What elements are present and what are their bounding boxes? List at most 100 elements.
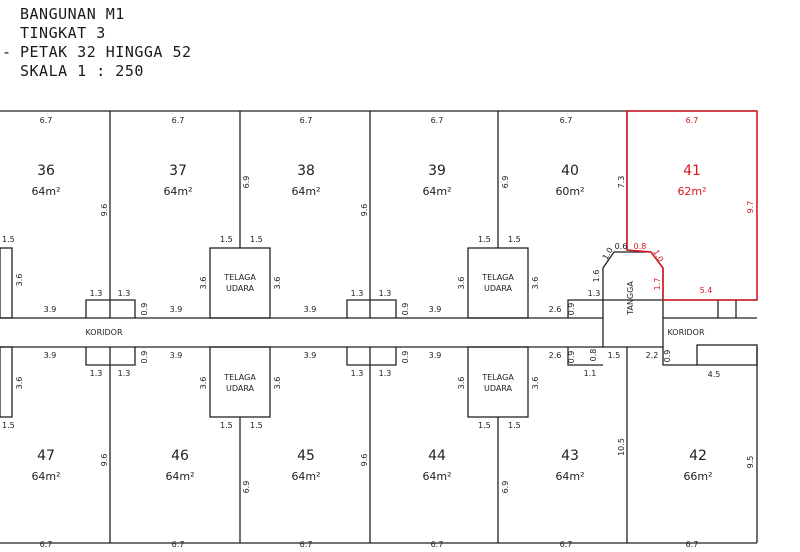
dim-label: 1.3 — [118, 369, 131, 378]
dim-label: 1.3 — [118, 289, 131, 298]
dim-label: 0.9 — [567, 351, 576, 364]
dim-label-highlight: 0.8 — [634, 242, 647, 251]
dim-label: 3.9 — [44, 351, 57, 360]
dim-label: 2.6 — [549, 351, 562, 360]
stair-label: TANGGA — [626, 281, 635, 316]
air-well-label: UDARA — [226, 284, 255, 293]
dim-label: 9.6 — [360, 204, 369, 217]
air-well-label: UDARA — [484, 384, 513, 393]
dim-label: 6.7 — [40, 540, 53, 549]
dim-label: 3.6 — [199, 377, 208, 390]
dim-label: 1.5 — [220, 235, 233, 244]
dim-label: 2.2 — [646, 351, 659, 360]
dim-label: 1.3 — [588, 289, 601, 298]
unit-area: 64m² — [163, 185, 192, 198]
air-well-label: TELAGA — [481, 273, 514, 282]
dim-label: 0.9 — [401, 303, 410, 316]
dim-label: 6.9 — [242, 481, 251, 494]
dim-label: 0.9 — [140, 351, 149, 364]
dim-label: 6.7 — [686, 540, 699, 549]
dim-label: 3.6 — [531, 277, 540, 290]
air-well-label: TELAGA — [223, 273, 256, 282]
unit-area: 64m² — [555, 470, 584, 483]
header-line-4: SKALA 1 : 250 — [20, 62, 144, 80]
unit-area: 64m² — [165, 470, 194, 483]
dim-label: 6.7 — [300, 116, 313, 125]
dim-label: 1.0 — [601, 246, 615, 262]
unit-area: 64m² — [422, 470, 451, 483]
dim-label: 1.5 — [508, 421, 521, 430]
unit-area-highlight: 62m² — [677, 185, 706, 198]
unit-area: 64m² — [422, 185, 451, 198]
unit-number: 40 — [561, 163, 579, 179]
dim-label: 1.5 — [608, 351, 621, 360]
dim-label: 3.6 — [199, 277, 208, 290]
air-well-label: UDARA — [484, 284, 513, 293]
dim-label: 0.8 — [589, 349, 598, 362]
header-line-2: TINGKAT 3 — [20, 24, 106, 42]
dim-label: 9.5 — [746, 456, 755, 469]
dim-label: 6.9 — [501, 176, 510, 189]
dim-label: 1.3 — [90, 369, 103, 378]
unit-area: 64m² — [291, 470, 320, 483]
dim-label: 1.6 — [592, 270, 601, 283]
dim-label: 7.3 — [617, 176, 626, 189]
dim-label: 3.9 — [44, 305, 57, 314]
unit-area: 60m² — [555, 185, 584, 198]
dim-label: 6.7 — [560, 540, 573, 549]
corridor-label: KORIDOR — [85, 328, 122, 337]
unit-area: 64m² — [291, 185, 320, 198]
air-well-label: TELAGA — [481, 373, 514, 382]
air-well-label: TELAGA — [223, 373, 256, 382]
header-line-3: PETAK 32 HINGGA 52 — [20, 43, 192, 61]
unit-number: 37 — [169, 163, 187, 179]
unit-number: 38 — [297, 163, 315, 179]
dim-label: 3.6 — [273, 377, 282, 390]
dim-label: 1.5 — [250, 235, 263, 244]
dim-label: 1.3 — [379, 369, 392, 378]
unit-number: 47 — [37, 448, 55, 464]
unit-area: 66m² — [683, 470, 712, 483]
dim-label: 0.9 — [567, 303, 576, 316]
dim-label: 3.9 — [429, 305, 442, 314]
dim-label: 1.5 — [2, 235, 15, 244]
dim-label-highlight: 9.7 — [746, 201, 755, 214]
dim-label: 6.7 — [431, 540, 444, 549]
dim-label: 1.5 — [220, 421, 233, 430]
unit-number: 36 — [37, 163, 55, 179]
air-well-label: UDARA — [226, 384, 255, 393]
dim-label: 3.9 — [304, 305, 317, 314]
dim-label: 3.6 — [457, 277, 466, 290]
unit-area: 64m² — [31, 470, 60, 483]
dim-label: 1.3 — [351, 289, 364, 298]
dim-label: 1.5 — [478, 235, 491, 244]
dim-label: 3.9 — [170, 351, 183, 360]
dim-label: 3.9 — [429, 351, 442, 360]
header-dash: - — [2, 43, 12, 61]
dim-label: 1.3 — [379, 289, 392, 298]
dim-label: 2.6 — [549, 305, 562, 314]
dim-label: 3.6 — [15, 274, 24, 287]
dim-label: 0.6 — [615, 242, 628, 251]
unit-number: 43 — [561, 448, 579, 464]
dim-label-highlight: 1.7 — [653, 278, 662, 291]
dim-label: 1.5 — [508, 235, 521, 244]
dim-label: 0.9 — [663, 350, 672, 363]
dim-label-highlight: 1.0 — [651, 248, 665, 264]
dim-label: 6.7 — [40, 116, 53, 125]
dim-label: 1.5 — [2, 421, 15, 430]
corridor-label: KORIDOR — [667, 328, 704, 337]
dim-label: 1.5 — [478, 421, 491, 430]
dim-label: 0.9 — [140, 303, 149, 316]
unit-area: 64m² — [31, 185, 60, 198]
dim-label: 6.9 — [242, 176, 251, 189]
dim-label: 10.5 — [617, 438, 626, 456]
unit-number: 44 — [428, 448, 446, 464]
dim-label: 6.7 — [172, 540, 185, 549]
dim-label: 3.9 — [170, 305, 183, 314]
dim-label: 9.6 — [100, 454, 109, 467]
unit-number: 45 — [297, 448, 315, 464]
dim-label: 6.9 — [501, 481, 510, 494]
dim-label: 1.1 — [584, 369, 597, 378]
